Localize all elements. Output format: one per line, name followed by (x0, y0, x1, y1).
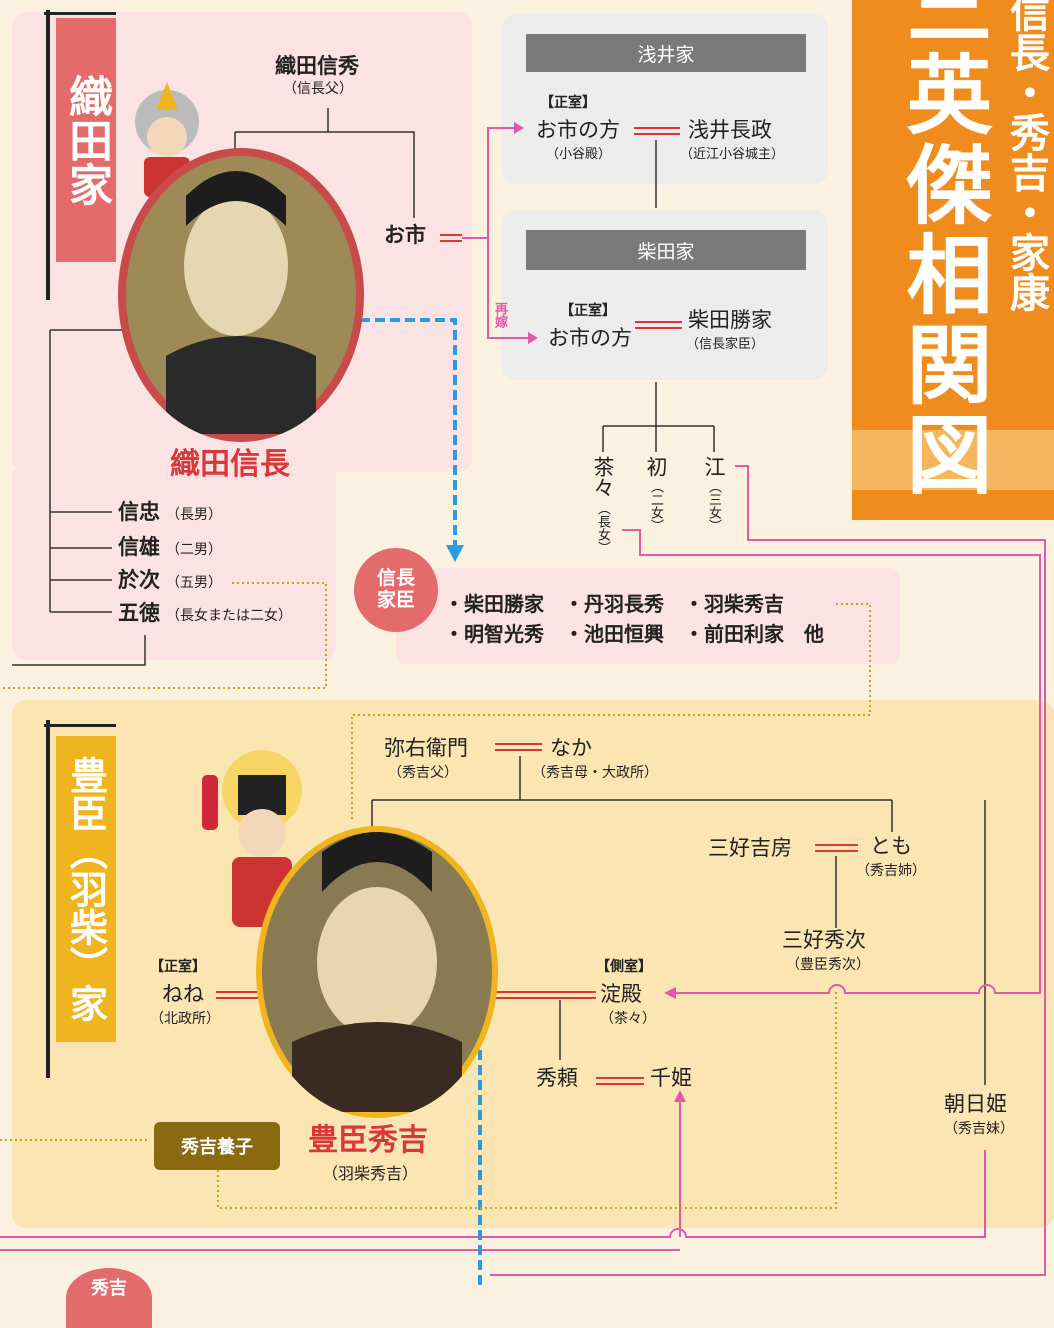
daughter-note: （長女） (595, 502, 610, 554)
daughter-note: （三女） (706, 480, 721, 532)
oda-child-note: （二男） (166, 542, 222, 558)
toyo-mother-note: （秀吉母・大政所） (532, 765, 658, 781)
azai-wife: お市の方 (536, 118, 620, 142)
daughter-name: 初 (644, 456, 668, 477)
yodo-role: 【側室】 (596, 959, 652, 975)
shibata-wife: お市の方 (548, 326, 632, 350)
senhime-name: 千姫 (650, 1066, 692, 1090)
toyo-father-name: 弥右衛門 (384, 736, 468, 760)
azai-header: 浅井家 (526, 34, 806, 72)
shibata-role: 【正室】 (560, 303, 616, 319)
hideyoshi-note: （羽柴秀吉） (322, 1164, 419, 1183)
oda-child-note: （五男） (166, 575, 222, 591)
daughter-name: 茶々 (591, 456, 615, 498)
miyoshi-name: 三好吉房 (708, 836, 792, 860)
hidetsugu-note: （豊臣秀次） (786, 957, 870, 973)
relation-lines (0, 108, 1046, 1285)
hideyori-name: 秀頼 (536, 1066, 578, 1090)
oda-child-name: 五徳 (118, 601, 160, 625)
nobunaga-portrait (118, 148, 364, 442)
retainers-badge: 信長家臣 (354, 548, 438, 632)
hidetsugu-name: 三好秀次 (782, 928, 866, 952)
azai-role: 【正室】 (540, 95, 596, 111)
remarry-label: 再嫁 (492, 302, 507, 328)
oda-child-name: 信雄 (118, 535, 160, 559)
nene-note: （北政所） (150, 1011, 220, 1027)
hideyoshi-name: 豊臣秀吉 (308, 1123, 428, 1158)
oda-pole (46, 10, 50, 300)
asahi-note: （秀吉妹） (944, 1121, 1014, 1137)
oda-banner: 織田家 (56, 18, 116, 262)
title-stripe (852, 430, 1054, 490)
adopted-badge-label: 秀吉養子 (181, 1137, 253, 1158)
azai-wife-note: （小谷殿） (546, 147, 612, 162)
yodo-name: 淀殿 (600, 982, 642, 1006)
azai-husband: 浅井長政 (688, 118, 772, 142)
bottom-badge-label: 秀吉 (91, 1278, 127, 1299)
oda-child-note: （長女または二女） (166, 608, 292, 624)
nobunaga-name: 織田信長 (170, 447, 290, 482)
toyotomi-banner: 豊臣（羽柴）家 (56, 736, 116, 1042)
retainers-badge-label: 信長家臣 (376, 567, 415, 611)
retainers-row2: ・明智光秀 ・池田恒興 ・前田利家 他 (444, 622, 824, 646)
oda-pole-top (44, 12, 116, 15)
azai-husband-note: （近江小谷城主） (680, 147, 785, 162)
hideyoshi-portrait (256, 826, 498, 1118)
main-title: 三英傑相関図 (891, 0, 991, 500)
shibata-husband: 柴田勝家 (688, 308, 772, 332)
oichi-name: お市 (384, 223, 426, 247)
shibata-husband-note: （信長家臣） (686, 337, 765, 352)
tomo-note: （秀吉姉） (856, 863, 926, 879)
oda-father-name: 織田信秀 (275, 54, 359, 78)
daughter-note: （二女） (648, 480, 663, 532)
oda-father-note: （信長父） (283, 81, 353, 97)
bottom-badge: 秀吉 (66, 1268, 152, 1328)
asahi-name: 朝日姫 (944, 1092, 1007, 1116)
toyo-mother-name: なか (550, 736, 592, 760)
toyo-pole (46, 720, 50, 1078)
toyo-father-note: （秀吉父） (388, 765, 458, 781)
oda-panel-lower (12, 470, 336, 660)
retainers-row1: ・柴田勝家 ・丹羽長秀 ・羽柴秀吉 (444, 592, 784, 616)
nene-name: ねね (162, 982, 204, 1006)
tomo-name: とも (870, 834, 912, 858)
oda-child-name: 信忠 (118, 500, 160, 524)
daughter-name: 江 (702, 456, 726, 477)
toyo-pole-top (44, 724, 116, 727)
oda-child-name: 於次 (118, 568, 160, 592)
nene-role: 【正室】 (150, 959, 206, 975)
retainers-box (396, 568, 900, 664)
adopted-badge: 秀吉養子 (154, 1122, 280, 1170)
sub-title: 信長・秀吉・家康 (1003, 0, 1049, 312)
shibata-header: 柴田家 (526, 230, 806, 270)
oda-child-note: （長男） (166, 507, 222, 523)
yodo-note: （茶々） (600, 1011, 656, 1027)
